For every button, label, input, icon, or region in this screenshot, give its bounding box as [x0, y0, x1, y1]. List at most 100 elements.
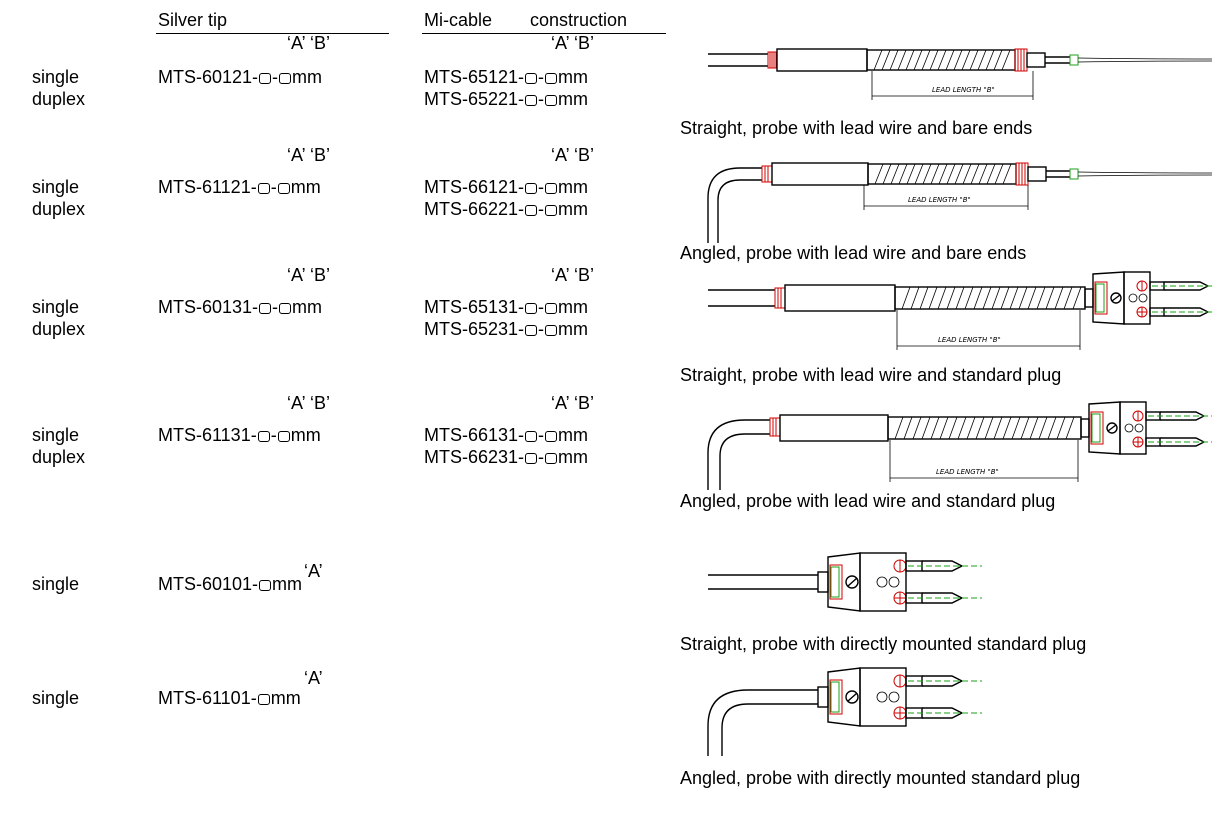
part-number: MTS-65121: [424, 67, 519, 87]
row3-mi-single-code: MTS-65131--mm: [424, 297, 588, 317]
plug-label-green: [1095, 283, 1105, 313]
dash: -: [538, 67, 545, 87]
plug-screw-icon: [845, 690, 859, 704]
header-silver-tip: Silver tip: [158, 10, 228, 30]
blank-a-box: [525, 324, 538, 336]
blank-a-box: [259, 302, 272, 314]
dash: -: [538, 177, 545, 197]
row2-mi-ab: ‘A’ ‘B’: [551, 145, 595, 165]
angled-sheath-inner: [721, 703, 818, 756]
drawing-straight-standard-plug: LEAD LENGTH "B": [708, 271, 1214, 350]
unit: mm: [290, 425, 321, 445]
angled-sheath-outer: [707, 689, 818, 756]
blank-b-box: [545, 430, 558, 442]
blank-b-box: [545, 94, 558, 106]
part-number: MTS-60101: [158, 574, 253, 594]
drawing-angled-standard-plug: LEAD LENGTH "B": [707, 401, 1212, 490]
plug-body: [827, 552, 861, 612]
unit: mm: [558, 89, 589, 109]
row4-single-label: single: [32, 425, 80, 445]
row2-mi-single-code: MTS-66121--mm: [424, 177, 588, 197]
blank-a-box: [257, 693, 270, 705]
blank-a-box: [257, 182, 270, 194]
blank-b-box: [545, 452, 558, 464]
dash: -: [518, 425, 525, 445]
part-number: MTS-60131: [158, 297, 253, 317]
plug-strain-relief: [1084, 288, 1094, 308]
row3-single-label: single: [32, 297, 80, 317]
unit: mm: [272, 574, 303, 594]
dash: -: [252, 67, 259, 87]
plug-head: [859, 667, 907, 727]
blank-b-box: [545, 324, 558, 336]
unit: mm: [558, 425, 589, 445]
unit: mm: [558, 319, 589, 339]
plug-screw-icon: [1106, 422, 1118, 434]
caption-row4: Angled, probe with lead wire and standar…: [680, 491, 1056, 511]
plug-label-green: [830, 681, 840, 713]
angled-sheath-outer: [707, 167, 762, 243]
row5-single-label: single: [32, 574, 80, 594]
transition-sleeve: [779, 414, 889, 442]
dash: -: [272, 67, 279, 87]
plug-screw-icon: [1110, 292, 1122, 304]
dash: -: [538, 199, 545, 219]
row1-silver-ab: ‘A’ ‘B’: [287, 33, 331, 53]
row1-mi-single-code: MTS-65121--mm: [424, 67, 588, 87]
dash: -: [270, 177, 277, 197]
wire-marker-green: [1069, 54, 1079, 66]
dash: -: [518, 67, 525, 87]
part-number: MTS-66231: [424, 447, 519, 467]
dash: -: [518, 447, 525, 467]
dash: -: [250, 425, 257, 445]
plug-strain-relief: [817, 571, 829, 593]
plug-label-frame: [1090, 411, 1104, 445]
crimp-ring: [774, 287, 786, 309]
part-number: MTS-60121: [158, 67, 253, 87]
row1-silver-single-code: MTS-60121--mm: [158, 67, 322, 87]
plug-hole-1: [876, 691, 888, 703]
header-mi-cable: Mi-cable: [424, 10, 493, 30]
plug-hole-2: [1138, 293, 1148, 303]
part-number: MTS-61121: [158, 177, 251, 197]
caption-row1: Straight, probe with lead wire and bare …: [680, 118, 1033, 138]
blank-b-box: [545, 302, 558, 314]
plug-label-frame: [1094, 281, 1108, 315]
end-sleeve: [1026, 52, 1046, 68]
plug-hole-2: [888, 576, 900, 588]
bare-wire-ends: [1077, 57, 1213, 63]
blank-b-box: [279, 302, 292, 314]
unit: mm: [558, 199, 589, 219]
row2-silver-ab: ‘A’ ‘B’: [287, 145, 331, 165]
plug-body: [1088, 401, 1121, 455]
plug-screw-icon: [845, 575, 859, 589]
plug-label-green: [830, 566, 840, 598]
angled-sheath-outer: [707, 419, 770, 490]
row1-mi-duplex-code: MTS-65221--mm: [424, 89, 588, 109]
dash: -: [270, 425, 277, 445]
blank-a-box: [525, 182, 538, 194]
blank-b-box: [545, 72, 558, 84]
blank-b-box: [279, 72, 292, 84]
plug-head: [859, 552, 907, 612]
row2-silver-single-code: MTS-61121--mm: [158, 177, 321, 197]
angled-sheath-inner: [719, 433, 770, 490]
blank-a-box: [259, 72, 272, 84]
dash: -: [518, 199, 525, 219]
row3-duplex-label: duplex: [32, 319, 86, 339]
part-number: MTS-66131: [424, 425, 519, 445]
unit: mm: [292, 297, 323, 317]
drawing-straight-bare-ends: LEAD LENGTH "B": [708, 48, 1213, 100]
row6-silver-single-code: MTS-61101-mm: [158, 688, 301, 708]
caption-row2: Angled, probe with lead wire and bare en…: [680, 243, 1027, 263]
unit: mm: [558, 177, 589, 197]
crimp-ring-left: [761, 165, 773, 183]
dash: -: [518, 297, 525, 317]
part-number: MTS-65231: [424, 319, 519, 339]
header-underline-silver: [156, 33, 389, 34]
row2-single-label: single: [32, 177, 80, 197]
part-number: MTS-65221: [424, 89, 519, 109]
caption-row5: Straight, probe with directly mounted st…: [680, 634, 1087, 654]
row2-mi-duplex-code: MTS-66221--mm: [424, 199, 588, 219]
blank-b-box: [277, 182, 290, 194]
